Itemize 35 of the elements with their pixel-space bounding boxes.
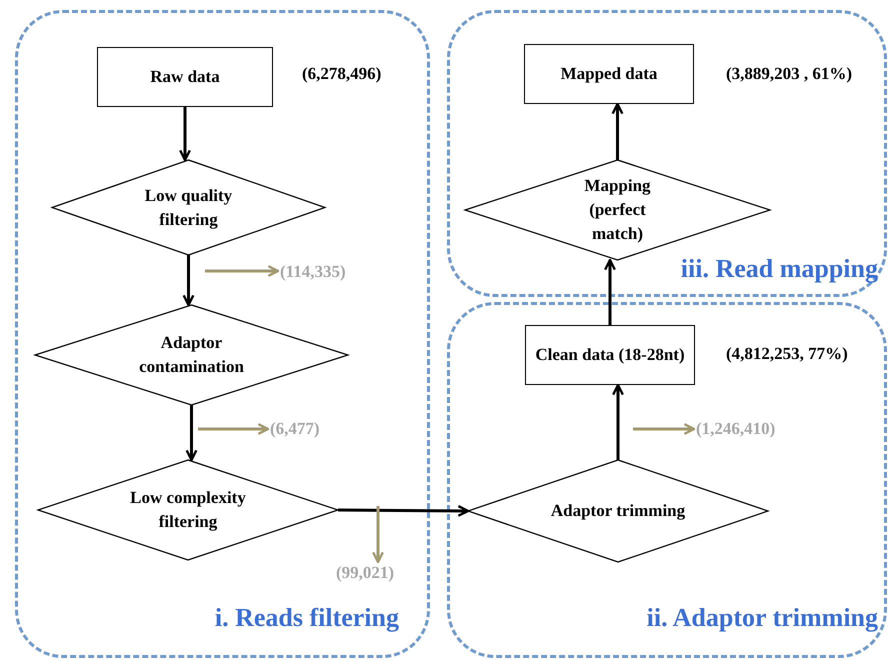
group-title: iii. Read mapping (680, 254, 878, 284)
arrow (372, 506, 384, 564)
process-box (525, 325, 695, 385)
diamond-label: Low quality filtering (144, 184, 234, 231)
group-panel (447, 302, 887, 658)
group-title: ii. Adaptor trimming (646, 603, 878, 633)
arrow (205, 265, 280, 277)
diamond-label: Adaptor contamination (138, 332, 245, 378)
arrow (186, 405, 198, 462)
group-panel (447, 10, 887, 297)
group-panel (15, 10, 430, 658)
arrow (604, 258, 616, 325)
arrow (633, 423, 696, 435)
diamond-label: Adaptor trimming (550, 500, 686, 522)
box-label: Raw data (150, 66, 220, 88)
removed-count: (114,335) (280, 261, 370, 283)
arrow (182, 255, 194, 306)
removed-count: (6,477) (270, 418, 340, 440)
process-box (97, 47, 273, 107)
arrow (198, 423, 270, 435)
arrow (179, 107, 191, 162)
count-label: (3,889,203 , 61%) (726, 64, 852, 84)
box-label: Mapped data (560, 63, 658, 86)
removed-count: (99,021) (336, 562, 418, 584)
count-label: (4,812,253, 77%) (726, 344, 848, 364)
arrow (338, 504, 470, 517)
arrow (612, 384, 624, 460)
diamond-label: Mapping (perfect match) (583, 175, 652, 245)
diamond-label: Low complexity filtering (129, 487, 247, 533)
removed-count: (1,246,410) (696, 418, 806, 440)
box-label: Clean data (18-28nt) (535, 344, 685, 366)
process-box (524, 44, 694, 104)
count-label: (6,278,496) (302, 64, 382, 84)
group-title: i. Reads filtering (214, 603, 399, 633)
arrow (612, 102, 624, 160)
